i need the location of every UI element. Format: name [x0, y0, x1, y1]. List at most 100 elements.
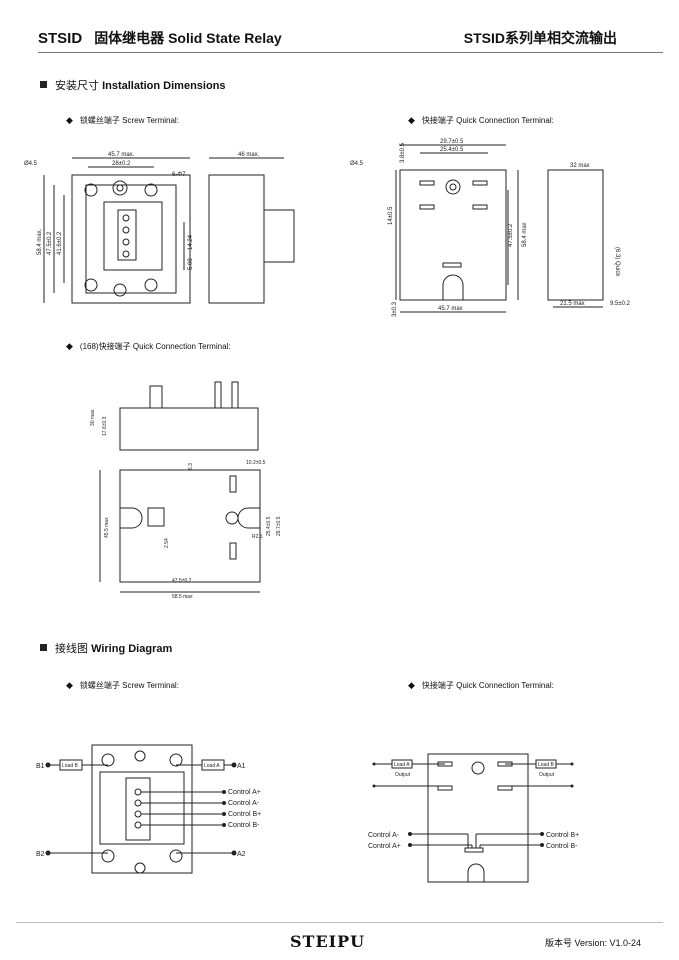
sub-quick-en: Quick Connection Terminal: — [456, 681, 554, 690]
dim-height-47: 47.5±0.2 — [47, 231, 53, 255]
relay-top-outline — [119, 469, 261, 583]
wiring-screw-diagram: B1 A1 B2 A2 Load B Load A Control A+ Con… — [36, 744, 261, 874]
sub-168-zh: 快接端子 — [98, 342, 131, 351]
diamond-bullet-icon: ◆ — [66, 341, 73, 351]
terminal-a1: A1 — [237, 763, 246, 770]
dim-width-25: 25.4±0.5 — [440, 147, 464, 153]
control-a-plus: Control A+ — [368, 843, 401, 850]
section-install-heading: 安装尺寸 Installation Dimensions — [40, 77, 226, 93]
dim-top-102: 10.2±0.5 — [246, 460, 266, 466]
dim-height-14: 14.24 — [188, 234, 194, 250]
relay-side-outline — [119, 407, 259, 451]
dim-width-29: 29.7±0.5 — [440, 139, 464, 145]
header-title: STSID 固体继电器 Solid State Relay — [38, 28, 282, 48]
dim-radius: R2.5 — [252, 534, 263, 540]
brand-logo: STEIPU — [290, 932, 366, 951]
sub-168-heading: ◆ (168)快接端子 Quick Connection Terminal: — [66, 341, 231, 352]
dim-hole-45: Ø4.5 — [24, 161, 38, 167]
dim-right-29: 29.7±0.5 — [276, 516, 282, 536]
footer-divider — [16, 922, 663, 923]
sub-quick-zh: 快接端子 — [421, 681, 454, 690]
dim-side-32: 32 max — [570, 163, 590, 169]
sub-screw-en: Screw Terminal: — [122, 681, 179, 690]
control-a-minus: Control A- — [228, 800, 260, 807]
quick168-dimension-drawing: 30 max 17.6±0.3 6.3 10.2±0.5 45.5 max 25… — [90, 381, 282, 600]
dim-height-47: 47.5±0.2 — [508, 223, 514, 247]
dim-width-45: 45.7 max — [438, 306, 463, 312]
dim-top-63: 6.3 — [188, 463, 194, 470]
relay-body — [427, 753, 529, 883]
dim-top-38: 3.8±0.5 — [400, 142, 406, 163]
wiring-quick-diagram: Load A Load B Output Output Control A- C… — [368, 753, 579, 883]
square-bullet-icon — [40, 81, 47, 88]
sub-screw-heading-2: ◆ 锁螺丝端子 Screw Terminal: — [66, 680, 179, 691]
product-title: 固体继电器 Solid State Relay — [94, 30, 282, 46]
section-wiring-heading: 接线图 Wiring Diagram — [40, 640, 172, 656]
dim-height-17: 17.6±0.3 — [102, 416, 108, 436]
output-right-label: Output — [539, 772, 555, 778]
dim-height-58: 58.4 max — [522, 222, 528, 247]
square-bullet-icon — [40, 644, 47, 651]
sub-quick-zh: 快接端子 — [421, 116, 454, 125]
output-left-label: Output — [395, 772, 411, 778]
diamond-bullet-icon: ◆ — [408, 680, 415, 690]
section-wiring-en: Wiring Diagram — [91, 643, 173, 655]
dim-width-45: 45.7 max. — [108, 152, 135, 158]
sub-screw-zh: 锁螺丝端子 — [79, 681, 120, 690]
terminal-b1: B1 — [36, 763, 45, 770]
load-a-label: Load A — [394, 762, 410, 768]
quick-terminal-dimension-drawing: Ø4.5 3.8±0.5 29.7±0.5 25.4±0.5 14±0.5 47… — [350, 139, 631, 317]
dim-side-63: (6.3) Quick — [614, 247, 620, 277]
header-divider — [38, 52, 663, 53]
sub-168-en: Quick Connection Terminal: — [132, 342, 231, 351]
sub-quick-heading: ◆ 快接端子 Quick Connection Terminal: — [408, 115, 554, 126]
dim-height-5: 5.08 — [188, 258, 194, 270]
sub-screw-heading: ◆ 锁螺丝端子 Screw Terminal: — [66, 115, 179, 126]
dim-height-58: 58.4 max. — [37, 228, 43, 255]
dim-hole-45: Ø4.5 — [350, 161, 364, 167]
dim-height-14: 14±0.5 — [388, 206, 394, 225]
dim-holes-7: 6-Φ7 — [172, 172, 186, 178]
terminal-a2: A2 — [237, 851, 246, 858]
dim-right-25: 25.4±0.5 — [266, 516, 272, 536]
load-b-label: Load B — [62, 763, 79, 769]
dim-height-30: 30 max — [90, 409, 96, 426]
dim-height-45: 45.5 max — [104, 517, 110, 538]
dim-side-21: 21.5 max — [560, 301, 585, 307]
dim-pitch: 2.54 — [164, 538, 170, 548]
terminal-b2: B2 — [36, 851, 45, 858]
dim-bottom-3: 3±0.3 — [392, 301, 398, 317]
load-b-label: Load B — [538, 762, 555, 768]
dim-side-46: 46 max. — [238, 152, 260, 158]
dim-width-47: 47.5±0.2 — [172, 578, 192, 584]
dim-height-41: 41.6±0.2 — [57, 231, 63, 255]
series-title: STSID系列单相交流输出 — [463, 30, 617, 46]
section-wiring-zh: 接线图 — [55, 643, 88, 655]
control-b-plus: Control B+ — [546, 832, 579, 839]
sub-quick-heading-2: ◆ 快接端子 Quick Connection Terminal: — [408, 680, 554, 691]
dim-width-28: 28±0.2 — [112, 161, 131, 167]
control-a-minus: Control A- — [368, 832, 400, 839]
control-a-plus: Control A+ — [228, 789, 261, 796]
relay-body-outline — [71, 174, 191, 304]
sub-168-prefix: (168) — [79, 342, 99, 351]
relay-body-outline — [399, 169, 507, 301]
sub-screw-zh: 锁螺丝端子 — [79, 116, 120, 125]
load-a-label: Load A — [204, 763, 220, 769]
relay-body — [91, 744, 193, 874]
dim-side-9: 9.5±0.2 — [610, 301, 631, 307]
dim-width-58: 58.5 max — [172, 594, 193, 600]
screw-terminal-dimension-drawing: 45.7 max. 28±0.2 Ø4.5 6-Φ7 46 max. 58.4 … — [24, 152, 295, 304]
brand-label: STSID — [38, 30, 83, 47]
diamond-bullet-icon: ◆ — [66, 680, 73, 690]
diamond-bullet-icon: ◆ — [66, 115, 73, 125]
section-install-zh: 安装尺寸 — [55, 80, 99, 92]
diamond-bullet-icon: ◆ — [408, 115, 415, 125]
section-install-en: Installation Dimensions — [102, 80, 226, 92]
control-b-plus: Control B+ — [228, 811, 261, 818]
control-b-minus: Control B- — [228, 822, 260, 829]
sub-quick-en: Quick Connection Terminal: — [456, 116, 554, 125]
control-b-minus: Control B- — [546, 843, 578, 850]
version-label: 版本号 Version: V1.0-24 — [544, 938, 641, 948]
sub-screw-en: Screw Terminal: — [122, 116, 179, 125]
